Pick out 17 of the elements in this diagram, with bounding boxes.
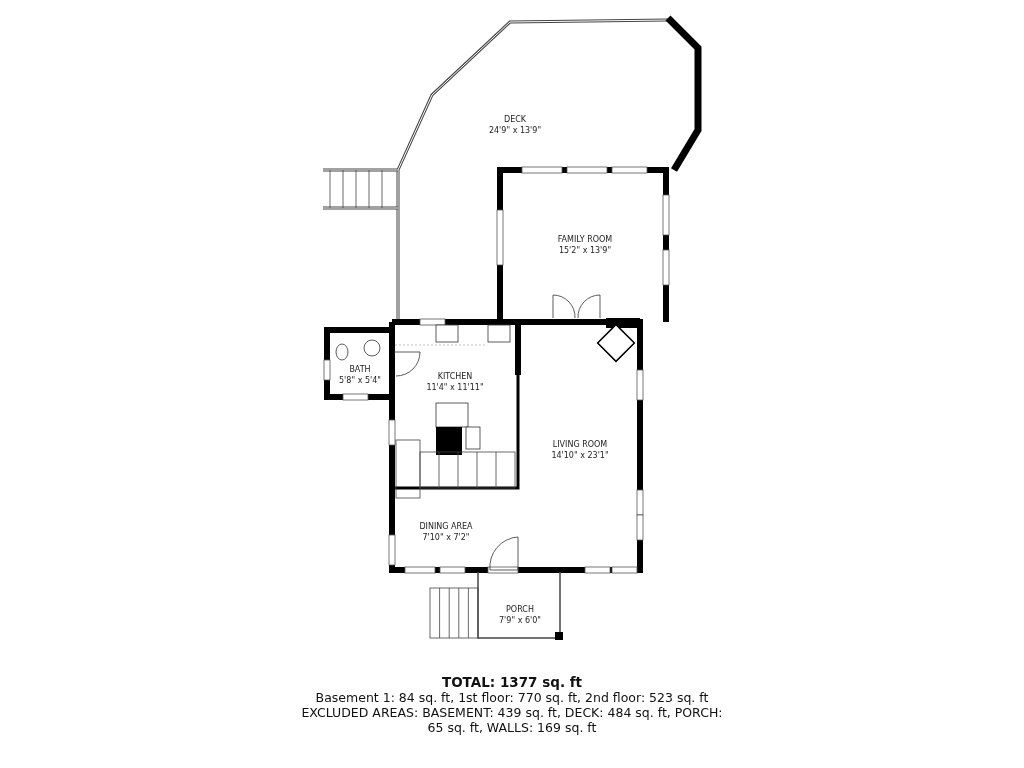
room-name: DINING AREA — [419, 521, 473, 532]
room-name: KITCHEN — [437, 371, 473, 382]
room-dimensions: 14'10" x 23'1" — [551, 450, 609, 461]
room-dimensions: 5'8" x 5'4" — [339, 375, 381, 386]
room-dimensions: 7'10" x 7'2" — [422, 532, 470, 543]
area-summary-text: EXCLUDED AREAS: BASEMENT: 439 sq. ft, DECK: 484 sq. ft, PORCH: 65 sq. ft, WALLS: 169 sq. ft — [300, 705, 724, 735]
room-name: LIVING ROOM — [552, 439, 608, 450]
room-name: DECK — [503, 114, 526, 125]
room-dimensions: 7'9" x 6'0" — [499, 615, 541, 626]
room-dimensions: 15'2" x 13'9" — [558, 245, 612, 256]
total-area-text: TOTAL: 1377 sq. ft — [440, 675, 584, 690]
room-dimensions: 11'4" x 11'11" — [426, 382, 484, 393]
room-name: PORCH — [506, 604, 534, 615]
room-name: FAMILY ROOM — [557, 234, 613, 245]
room-dimensions: 24'9" x 13'9" — [488, 125, 542, 136]
area-summary-text: Basement 1: 84 sq. ft, 1st floor: 770 sq. ft, 2nd floor: 523 sq. ft — [314, 690, 710, 705]
room-name: BATH — [349, 364, 371, 375]
